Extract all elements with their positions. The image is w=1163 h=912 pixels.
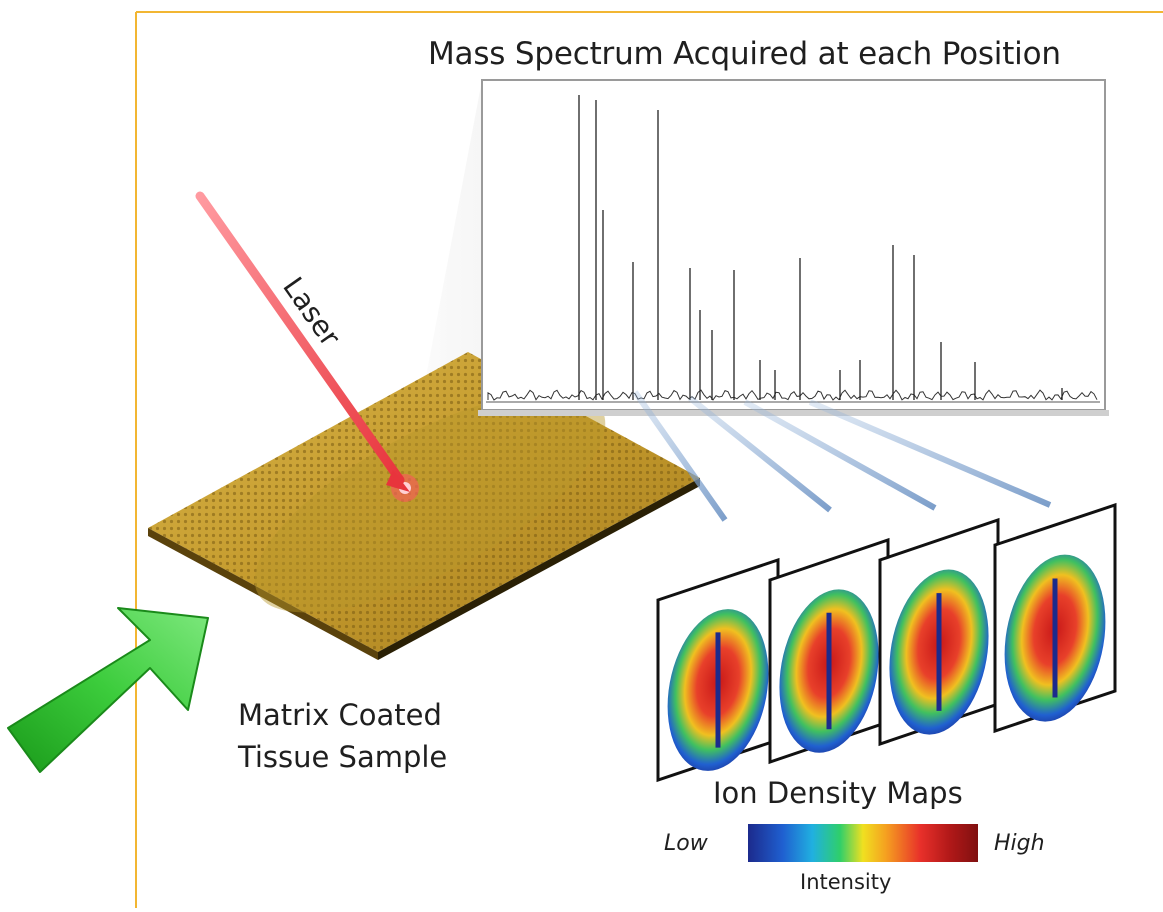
scale-caption: Intensity — [800, 870, 892, 894]
peak-to-map-connectors — [632, 390, 1052, 522]
frame-border — [135, 11, 1163, 908]
spectrum-peaks — [487, 95, 1098, 401]
tissue-sample-label: Matrix Coated Tissue Sample — [238, 694, 447, 778]
scale-low-label: Low — [664, 831, 708, 856]
mass-spectrum-panel — [478, 79, 1109, 416]
ion-density-map-2 — [768, 537, 890, 765]
tissue-sample-label-line1: Matrix Coated — [238, 698, 442, 732]
ion-density-maps-label: Ion Density Maps — [713, 776, 963, 810]
ion-density-maps — [656, 502, 1117, 783]
ion-density-map-3 — [878, 517, 1000, 747]
tissue-sample-label-line2: Tissue Sample — [238, 740, 448, 774]
ion-density-map-4 — [993, 502, 1117, 734]
diagram-title: Mass Spectrum Acquired at each Position — [428, 36, 1061, 72]
tissue-slide — [148, 352, 700, 660]
green-pointer-arrow-icon — [7, 607, 209, 773]
scale-high-label: High — [994, 831, 1045, 856]
laser-beam — [195, 191, 410, 492]
ion-density-map-1 — [656, 557, 780, 783]
intensity-colorbar — [748, 824, 978, 862]
